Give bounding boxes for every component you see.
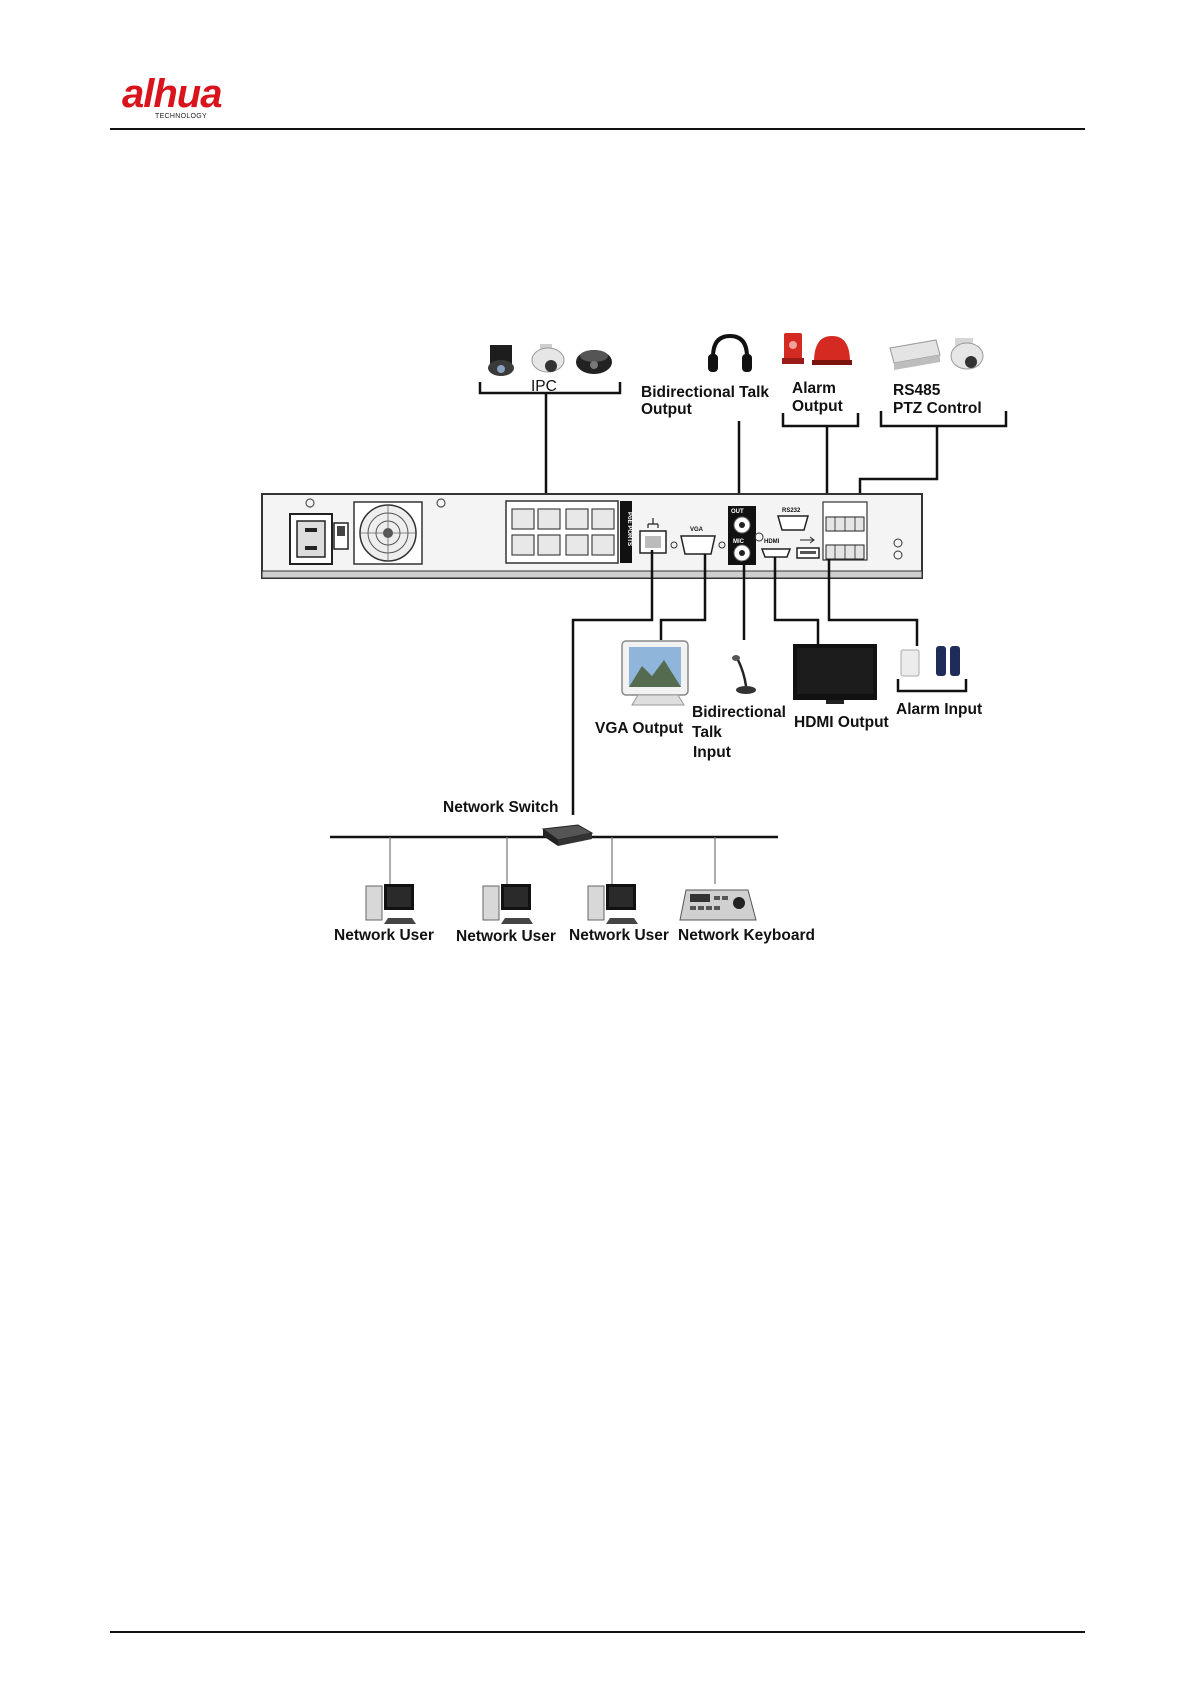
alarm-input-label: Alarm Input: [896, 701, 982, 718]
bidirectional-talk-output-label: Bidirectional Talk: [641, 384, 769, 401]
microphone-icon: [732, 655, 756, 694]
network-keyboard-label: Network Keyboard: [678, 927, 815, 944]
hdmi-tv-icon: [793, 644, 877, 704]
ipc-cameras: [488, 344, 612, 376]
bidirectional-talk-input-label-3: Input: [693, 744, 731, 761]
nvr-rear-panel: PoE PORTS VGA OUT MIC RS232 HDMI: [262, 494, 922, 578]
network-user-pc-icon: [366, 884, 416, 924]
bidirectional-talk-input-label: Bidirectional: [692, 704, 786, 721]
alarm-output-label: Alarm: [792, 380, 836, 397]
headphones-icon: [708, 336, 752, 372]
ptz-dome-camera-icon: [951, 338, 983, 369]
power-socket-icon: [290, 514, 332, 564]
speed-dome-camera-icon: [532, 344, 564, 372]
hdmi-port-mark: HDMI: [764, 539, 780, 545]
fan-grille-icon: [354, 502, 422, 564]
bidirectional-talk-output-label-2: Output: [641, 401, 692, 418]
audio-out-mark: OUT: [731, 509, 744, 515]
ipc-label: IPC: [531, 378, 557, 395]
network-user-pc-icon: [483, 884, 533, 924]
alarm-output-label-2: Output: [792, 398, 843, 415]
network-user-label-3: Network User: [569, 927, 669, 944]
network-user-pc-icon: [588, 884, 638, 924]
rs485-label: RS485: [893, 382, 941, 399]
box-camera-icon: [488, 345, 514, 376]
audio-mic-mark: MIC: [733, 539, 745, 545]
crt-monitor-icon: [622, 641, 688, 705]
poe-port-block: [506, 501, 618, 563]
rs232-port-icon: [778, 516, 808, 530]
dome-camera-icon: [576, 350, 612, 374]
network-switch-icon: [543, 825, 592, 846]
ptz-control-label: PTZ Control: [893, 400, 982, 417]
vga-output-label: VGA Output: [595, 720, 683, 737]
network-user-label-1: Network User: [334, 927, 434, 944]
hdmi-port-icon: [762, 549, 790, 557]
bidirectional-talk-input-label-2: Talk: [692, 724, 722, 741]
hdmi-output-label: HDMI Output: [794, 714, 889, 731]
alarm-input-sensors-icon: [901, 646, 960, 676]
network-switch-label: Network Switch: [443, 799, 558, 816]
alarm-input-bracket: [898, 679, 966, 691]
alarm-strobe-icon: [812, 336, 852, 365]
alarm-siren-icon: [782, 333, 804, 364]
network-user-label-2: Network User: [456, 928, 556, 945]
rs232-port-mark: RS232: [782, 508, 801, 514]
footer-rule: [110, 1631, 1085, 1633]
vga-port-mark: VGA: [690, 527, 704, 533]
network-keyboard-icon: [680, 890, 756, 920]
ptz-decoder-icon: [890, 340, 940, 370]
power-switch-icon: [334, 523, 348, 549]
poe-ports-mark: PoE PORTS: [626, 512, 632, 546]
alarm-terminal-block: [823, 502, 867, 560]
